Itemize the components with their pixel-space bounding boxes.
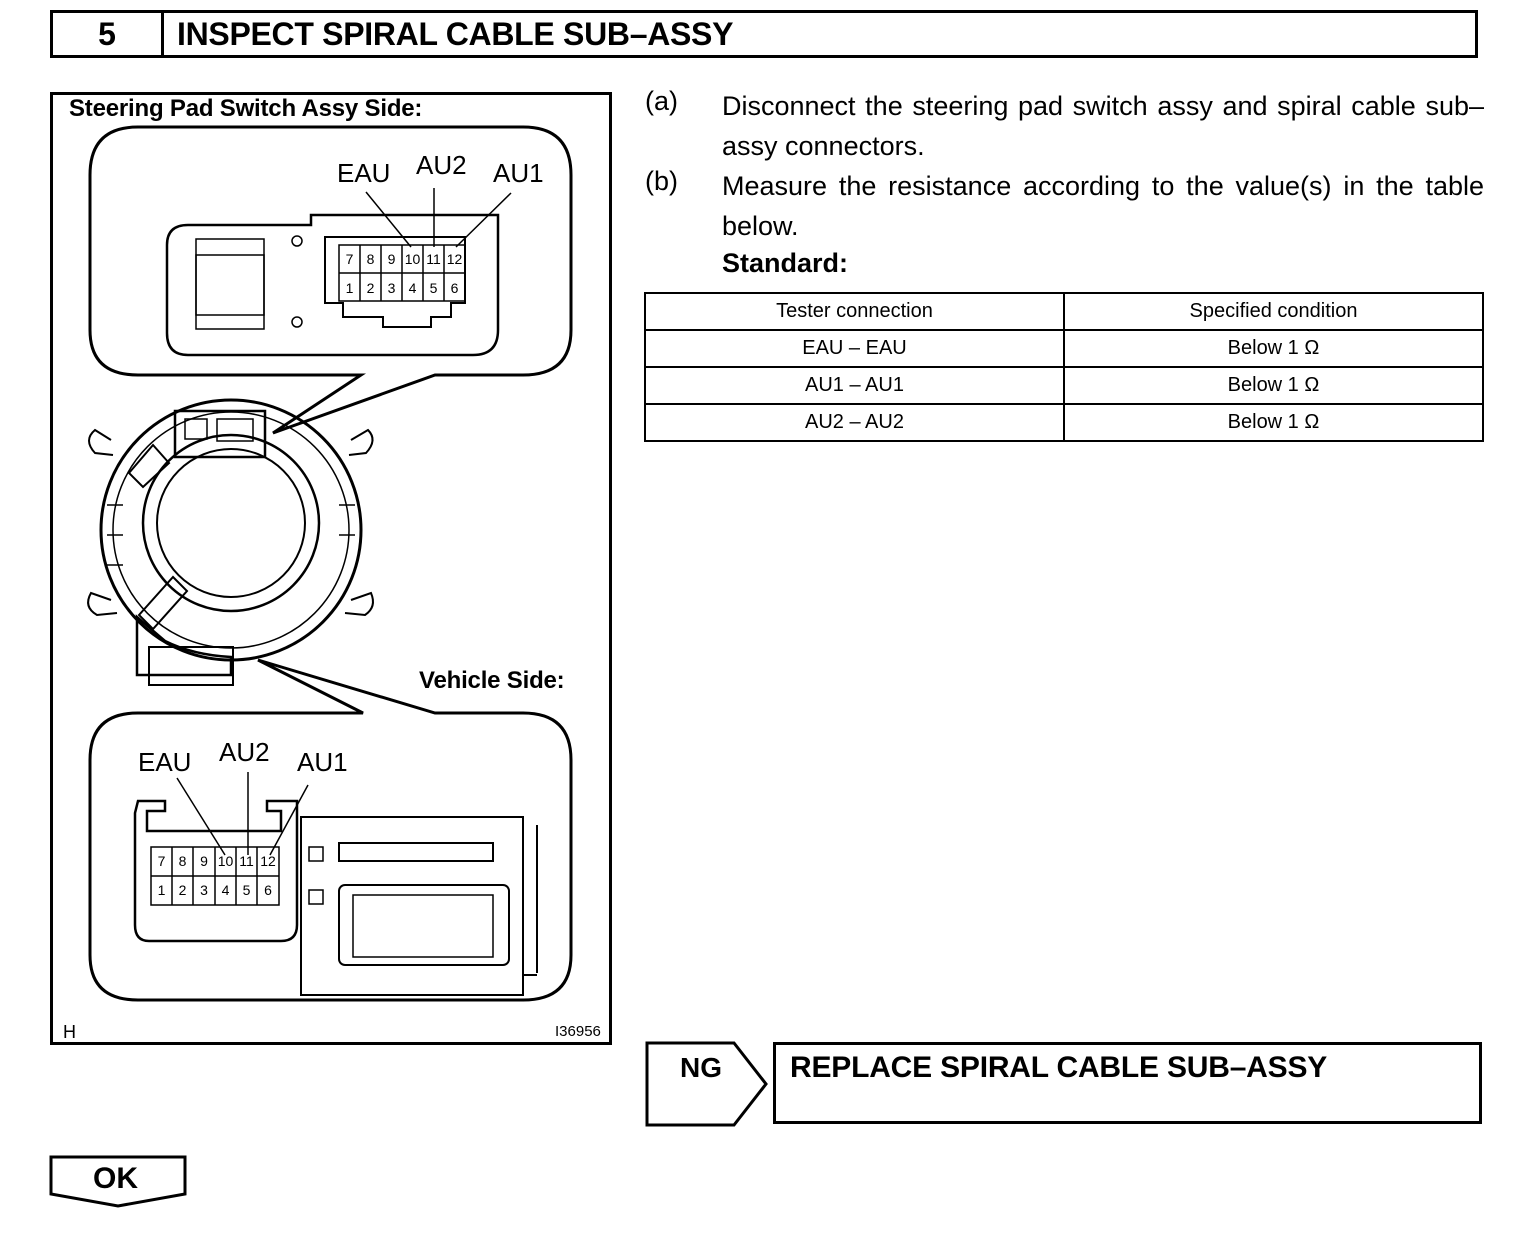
- step-number: 5: [53, 13, 164, 55]
- table-cell: Below 1 Ω: [1063, 403, 1484, 442]
- terminal-number: 3: [200, 882, 208, 898]
- vehicle-side-label: Vehicle Side:: [419, 667, 565, 694]
- terminal-number: 3: [387, 280, 396, 296]
- terminal-number: 4: [221, 882, 230, 898]
- top-grid-upper-row: 7 8 9 10 11 12: [339, 251, 465, 267]
- ok-label: OK: [93, 1162, 138, 1195]
- top-pin-label-au1: AU1: [493, 158, 544, 188]
- table-row: EAU – EAU Below 1 Ω: [644, 329, 1484, 368]
- terminal-number: 9: [387, 251, 396, 267]
- terminal-number: 5: [429, 280, 438, 296]
- terminal-number: 2: [366, 280, 375, 296]
- terminal-number: 6: [264, 882, 272, 898]
- top-connector-housing: [165, 213, 500, 357]
- spiral-cable-diagram: [87, 125, 573, 1002]
- step-title: INSPECT SPIRAL CABLE SUB–ASSY: [177, 15, 734, 52]
- instruction-b-text: Measure the resistance according to the …: [722, 171, 1484, 241]
- table-cell: AU1 – AU1: [644, 366, 1065, 405]
- figure-frame: Steering Pad Switch Assy Side: Vehicle S…: [50, 92, 612, 1045]
- top-terminal-grid: [338, 244, 466, 302]
- instruction-a-text: Disconnect the steering pad switch assy …: [722, 91, 1484, 161]
- table-cell: EAU – EAU: [644, 329, 1065, 368]
- steering-pad-side-label: Steering Pad Switch Assy Side:: [69, 95, 423, 122]
- terminal-number: 1: [345, 280, 354, 296]
- table-header-row: Tester connection Specified condition: [644, 292, 1484, 331]
- bottom-grid-upper-row: 7 8 9 10 11 12: [151, 853, 279, 869]
- terminal-number: 12: [260, 853, 276, 869]
- terminal-number: 9: [200, 853, 208, 869]
- table-row: AU2 – AU2 Below 1 Ω: [644, 403, 1484, 442]
- instruction-a-letter: (a): [645, 86, 678, 116]
- bottom-terminal-grid: [150, 846, 280, 906]
- terminal-number: 2: [178, 882, 187, 898]
- top-grid-lower-row: 1 2 3 4 5 6: [339, 280, 465, 296]
- bottom-connector-housing: [133, 799, 299, 943]
- table-cell: AU2 – AU2: [644, 403, 1065, 442]
- spec-table: Tester connection Specified condition EA…: [644, 292, 1484, 442]
- table-header-cell: Specified condition: [1063, 292, 1484, 331]
- ng-action-text: REPLACE SPIRAL CABLE SUB–ASSY: [790, 1051, 1328, 1084]
- terminal-number: 1: [157, 882, 166, 898]
- instruction-b-letter: (b): [645, 166, 678, 196]
- terminal-number: 8: [178, 853, 187, 869]
- bottom-pin-label-eau: EAU: [138, 747, 192, 777]
- ok-arrow-tag: [49, 1155, 187, 1208]
- standard-label: Standard:: [722, 248, 849, 278]
- bottom-pin-label-au1: AU1: [297, 747, 348, 777]
- bottom-pin-label-au2: AU2: [219, 737, 270, 767]
- terminal-number: 10: [404, 251, 421, 267]
- terminal-number: 8: [366, 251, 375, 267]
- terminal-number: 7: [345, 251, 354, 267]
- ng-result-box: REPLACE SPIRAL CABLE SUB–ASSY: [773, 1042, 1482, 1124]
- table-header-cell: Tester connection: [644, 292, 1065, 331]
- table-cell: Below 1 Ω: [1063, 366, 1484, 405]
- table-row: AU1 – AU1 Below 1 Ω: [644, 366, 1484, 405]
- terminal-number: 5: [242, 882, 251, 898]
- table-cell: Below 1 Ω: [1063, 329, 1484, 368]
- terminal-number: 12: [446, 251, 463, 267]
- ng-arrow-tag: [645, 1041, 768, 1127]
- terminal-number: 6: [450, 280, 459, 296]
- figure-corner-letter: H: [63, 1022, 76, 1042]
- top-pin-label-au2: AU2: [416, 150, 467, 180]
- figure-code: I36956: [555, 1023, 601, 1040]
- step-header: 5 INSPECT SPIRAL CABLE SUB–ASSY: [50, 10, 1478, 58]
- terminal-number: 11: [239, 853, 254, 869]
- bottom-grid-lower-row: 1 2 3 4 5 6: [151, 882, 279, 898]
- terminal-number: 4: [408, 280, 417, 296]
- top-pin-label-eau: EAU: [337, 158, 391, 188]
- terminal-number: 7: [157, 853, 166, 869]
- ng-label: NG: [680, 1052, 722, 1083]
- bottom-callout-bubble: [88, 658, 573, 1002]
- terminal-number: 10: [217, 853, 234, 869]
- top-callout-bubble: [88, 125, 573, 435]
- terminal-number: 11: [426, 251, 441, 267]
- spiral-cable-body: [87, 398, 374, 686]
